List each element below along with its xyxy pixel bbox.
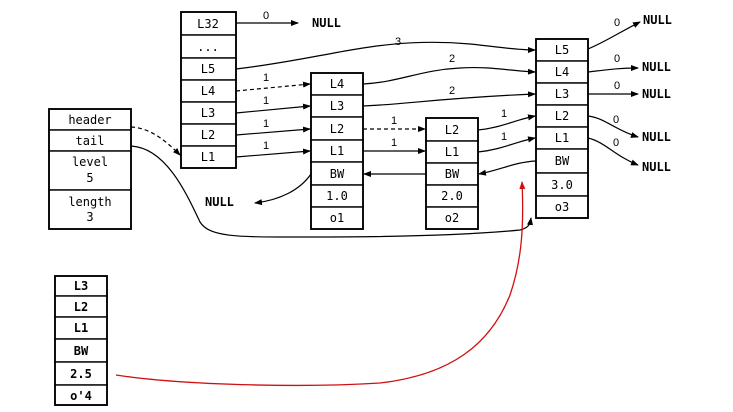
hl-l4: L4 xyxy=(201,84,215,98)
length-label: length xyxy=(68,195,111,209)
n2-score: 2.0 xyxy=(441,189,463,203)
bw-n1 xyxy=(254,173,312,206)
span-n3-l5: 0 xyxy=(614,17,620,29)
span-l4: 1 xyxy=(263,72,269,84)
length-value: 3 xyxy=(86,210,93,224)
n3-l1: L1 xyxy=(555,131,569,145)
span-n1-l4: 2 xyxy=(449,53,455,65)
ptr-n1-l3 xyxy=(362,91,536,107)
insert-arrow xyxy=(115,181,526,387)
ptr-l1 xyxy=(235,148,311,158)
n1-l3: L3 xyxy=(330,99,344,113)
node-2: L2 L1 BW 2.0 o2 xyxy=(425,117,479,230)
backward-pointers: NULL xyxy=(205,160,537,209)
n3-score: 3.0 xyxy=(551,178,573,192)
new-bw: BW xyxy=(74,344,89,358)
new-l1: L1 xyxy=(74,321,88,335)
hl-l2: L2 xyxy=(201,128,215,142)
span-n3-l3: 0 xyxy=(614,80,620,92)
span-l3: 1 xyxy=(263,95,269,107)
n1-bw: BW xyxy=(330,167,345,181)
n1-l1: L1 xyxy=(330,144,344,158)
n1-obj: o1 xyxy=(330,211,344,225)
ptr-n1-l4 xyxy=(362,66,536,85)
span-n1-l1: 1 xyxy=(391,137,397,149)
tail-label: tail xyxy=(76,134,105,148)
forward-pointers: 0 NULL 3 1 1 1 1 2 2 1 1 1 1 xyxy=(235,10,672,174)
n1-score: 1.0 xyxy=(326,189,348,203)
span-n1-l2: 1 xyxy=(391,115,397,127)
hl-l1: L1 xyxy=(201,150,215,164)
n3-l4: L4 xyxy=(555,65,569,79)
header-label: header xyxy=(68,113,111,127)
span-n2-l2: 1 xyxy=(501,108,507,120)
ptr-n3-l1 xyxy=(587,137,639,166)
n1-l4: L4 xyxy=(330,77,344,91)
span-l32: 0 xyxy=(263,10,269,22)
n3-l3: L3 xyxy=(555,87,569,101)
tail-pointer xyxy=(130,145,533,238)
new-l2: L2 xyxy=(74,300,88,314)
n2-l2: L2 xyxy=(445,123,459,137)
null-n3-l5: NULL xyxy=(643,13,672,27)
span-n2-l1: 1 xyxy=(501,131,507,143)
null-n3-l3: NULL xyxy=(642,87,671,101)
new-l3: L3 xyxy=(74,279,88,293)
hl-l3: L3 xyxy=(201,106,215,120)
header-pointer xyxy=(130,126,181,156)
n3-bw: BW xyxy=(555,154,570,168)
bw-n3 xyxy=(478,160,537,176)
level-value: 5 xyxy=(86,171,93,185)
n3-l5: L5 xyxy=(555,43,569,57)
ptr-n2-l1 xyxy=(477,136,536,153)
new-obj: o'4 xyxy=(70,389,92,403)
ptr-l4 xyxy=(235,81,311,92)
span-l1: 1 xyxy=(263,140,269,152)
n1-l2: L2 xyxy=(330,122,344,136)
ptr-l2 xyxy=(235,126,311,136)
hl-ellipsis: ... xyxy=(197,40,219,54)
level-label: level xyxy=(72,155,108,169)
ptr-n3-l5 xyxy=(587,21,641,50)
ptr-n3-l2 xyxy=(587,115,639,138)
span-n3-l4: 0 xyxy=(614,53,620,65)
null-n3-l2: NULL xyxy=(642,130,671,144)
node-3: L5 L4 L3 L2 L1 BW 3.0 o3 xyxy=(535,38,589,219)
hl-l32: L32 xyxy=(197,17,219,31)
node-1: L4 L3 L2 L1 BW 1.0 o1 xyxy=(310,72,364,230)
n2-l1: L1 xyxy=(445,145,459,159)
null-l32: NULL xyxy=(312,16,341,30)
ptr-n3-l4 xyxy=(587,65,639,73)
null-n3-l4: NULL xyxy=(642,60,671,74)
null-bw-n1: NULL xyxy=(205,195,234,209)
new-node: L3 L2 L1 BW 2.5 o'4 xyxy=(54,275,108,406)
span-n1-l3: 2 xyxy=(449,85,455,97)
n3-obj: o3 xyxy=(555,200,569,214)
header-levels-node: L32 ... L5 L4 L3 L2 L1 xyxy=(180,11,237,169)
span-n3-l2: 0 xyxy=(613,114,619,126)
hl-l5: L5 xyxy=(201,62,215,76)
span-n3-l1: 0 xyxy=(613,137,619,149)
span-l2: 1 xyxy=(263,118,269,130)
n3-l2: L2 xyxy=(555,109,569,123)
null-n3-l1: NULL xyxy=(642,160,671,174)
struct-pointers xyxy=(130,126,533,238)
ptr-l3 xyxy=(235,103,311,114)
n2-obj: o2 xyxy=(445,211,459,225)
span-l5: 3 xyxy=(395,36,401,48)
n2-bw: BW xyxy=(445,167,460,181)
ptr-l5 xyxy=(235,41,536,70)
new-score: 2.5 xyxy=(70,367,92,381)
skiplist-struct: header tail level 5 length 3 xyxy=(48,108,132,230)
ptr-n2-l2 xyxy=(477,114,536,131)
